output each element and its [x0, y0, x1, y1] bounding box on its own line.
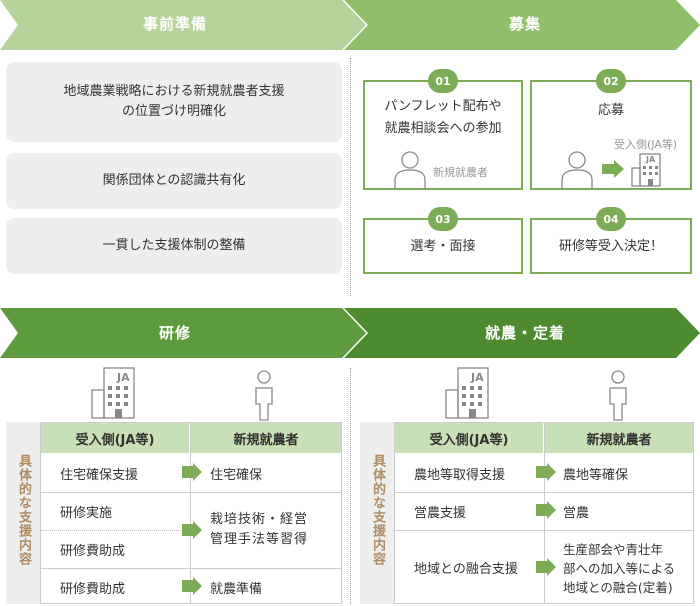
settling-support-label-col: [360, 422, 394, 604]
phase-title-training: 研修: [158, 324, 191, 342]
arrow-right-icon: [536, 558, 556, 576]
training-right-row-1: 住宅確保: [210, 467, 263, 483]
step-02-label: 応募: [597, 103, 624, 118]
arrow-right-icon: [536, 501, 556, 519]
settling-row-divider: [395, 530, 693, 531]
step-03-box: 03 選考・面接: [363, 207, 523, 274]
arrow-right-icon: [182, 521, 202, 539]
band-training-shape: [0, 308, 366, 358]
step-04-number: 04: [596, 207, 626, 231]
settling-right-row-2: 営農: [563, 505, 590, 521]
phase-title-settling: 就農・定着: [484, 324, 565, 342]
section-divider-top: [350, 58, 351, 296]
step-02-box: 02 応募 受入側(JA等) JA: [530, 69, 692, 190]
arrow-right-icon: [182, 577, 202, 595]
training-support-label-col: [6, 422, 40, 604]
prep-item-1: 地域農業戦略における新規就農者支援 の位置づけ明確化: [6, 62, 342, 142]
training-right-row-2: 栽培技術・経営 管理手法等習得: [210, 512, 309, 547]
step-02-number: 02: [596, 69, 626, 93]
training-left-row-3: 研修費助成: [60, 543, 126, 559]
settling-left-row-2: 営農支援: [414, 505, 467, 521]
settling-right-row-1: 農地等確保: [563, 467, 629, 483]
top-phase-bands: [0, 0, 700, 50]
settling-support-label: 具体的な支援内容: [370, 454, 385, 566]
step-01-box: 01 パンフレット配布や 就農相談会への参加 新規就農者: [363, 69, 523, 190]
band-recruitment-shape: [344, 0, 700, 50]
training-left-row-2: 研修実施: [60, 505, 113, 521]
building-icon: [91, 367, 135, 419]
middle-phase-bands: [0, 308, 700, 358]
building-icon: [631, 153, 661, 187]
settling-right-row-3: 生産部会や青壮年 部への加入等による 地域との融合(定着): [563, 541, 676, 595]
step-04-box: 04 研修等受入決定！: [530, 207, 692, 274]
band-preparation-shape: [0, 0, 366, 50]
phase-title-recruitment: 募集: [508, 15, 541, 33]
step-01-number: 01: [428, 69, 458, 93]
step-01-label: パンフレット配布や 就農相談会への参加: [384, 99, 502, 136]
step-03-number: 03: [428, 207, 458, 231]
arrow-right-icon: [536, 463, 556, 481]
training-row-divider-dotted: [41, 530, 189, 531]
step-02-sublabel: 受入側(JA等): [614, 138, 678, 151]
prep-item-2: 関係団体との認識共有化: [6, 153, 342, 209]
training-col-divider: [190, 423, 191, 603]
settling-header-left: 受入側(JA等): [395, 423, 543, 453]
step-04-label: 研修等受入決定！: [558, 239, 663, 254]
training-header-right: 新規就農者: [191, 423, 341, 453]
step-03-label: 選考・面接: [410, 239, 476, 254]
training-left-row-1: 住宅確保支援: [60, 467, 139, 483]
section-divider-bottom: [350, 368, 351, 604]
person-standing-icon: [255, 370, 273, 421]
band-settling-shape: [344, 308, 700, 358]
phase-title-preparation: 事前準備: [142, 15, 207, 33]
prep-item-3: 一貫した支援体制の整備: [6, 218, 342, 274]
settling-header-right: 新規就農者: [545, 423, 693, 453]
person-icon: [394, 151, 426, 190]
training-left-row-4: 研修費助成: [60, 581, 126, 597]
building-icon: [445, 367, 489, 419]
training-row-divider: [41, 568, 341, 569]
training-right-row-3: 就農準備: [210, 581, 263, 597]
training-building-ja-text: JA: [117, 371, 130, 384]
settling-row-divider: [395, 492, 693, 493]
settling-left-row-1: 農地等取得支援: [414, 467, 506, 483]
arrow-right-icon: [602, 160, 624, 178]
training-row-divider: [41, 492, 341, 493]
building-ja-text: JA: [646, 155, 656, 164]
settling-left-row-3: 地域との融合支援: [414, 561, 518, 577]
training-support-label: 具体的な支援内容: [16, 454, 31, 566]
person-standing-icon: [609, 370, 627, 421]
arrow-right-icon: [182, 463, 202, 481]
step-01-sublabel: 新規就農者: [433, 166, 488, 179]
person-icon: [561, 151, 593, 190]
training-header-left: 受入側(JA等): [41, 423, 189, 453]
settling-building-ja-text: JA: [471, 371, 484, 384]
